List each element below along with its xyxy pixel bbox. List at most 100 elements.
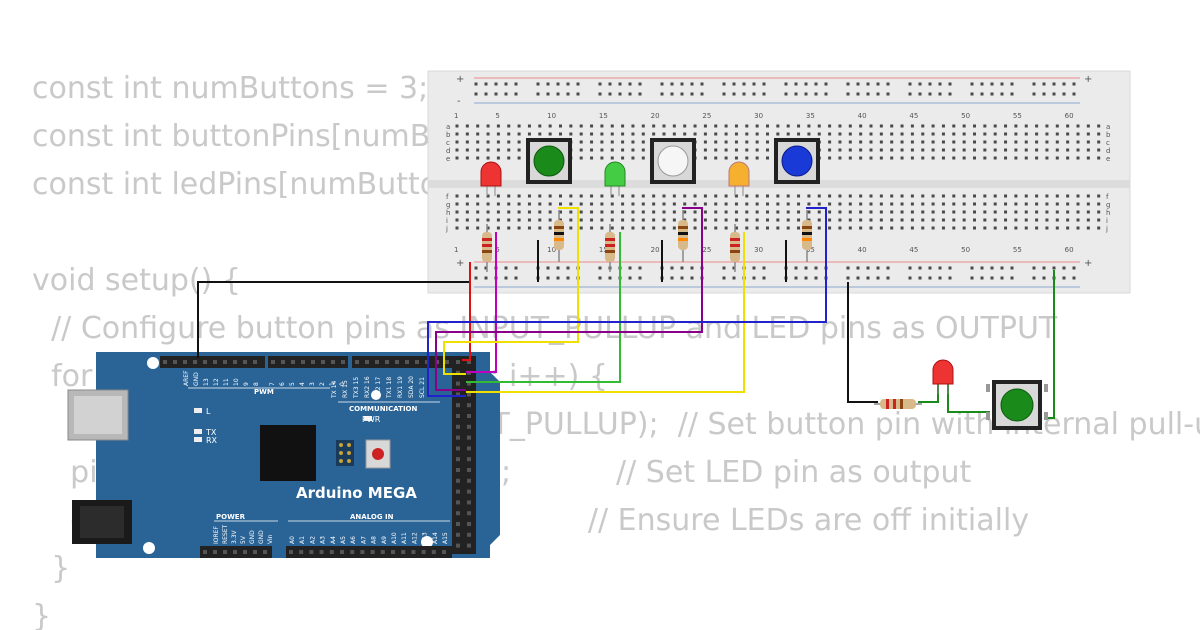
rail-hole — [742, 92, 746, 96]
breadboard-hole — [476, 202, 480, 206]
breadboard-hole — [786, 124, 790, 128]
breadboard-hole — [910, 124, 914, 128]
breadboard-hole — [569, 210, 573, 214]
breadboard-hole — [590, 132, 594, 136]
breadboard-hole — [941, 156, 945, 160]
breadboard-hole — [714, 132, 718, 136]
breadboard-hole — [724, 148, 728, 152]
breadboard-hole — [600, 148, 604, 152]
breadboard-hole — [766, 202, 769, 206]
breadboard-hole — [786, 202, 790, 206]
breadboard-hole — [486, 132, 490, 136]
breadboard-hole — [1086, 148, 1090, 152]
breadboard-hole — [724, 132, 728, 136]
rail-hole — [638, 276, 642, 280]
breadboard-hole — [714, 202, 718, 206]
breadboard-hole — [1045, 202, 1049, 206]
breadboard-hole — [869, 218, 873, 222]
breadboard-hole — [527, 218, 531, 222]
breadboard-hole — [1086, 140, 1090, 144]
breadboard-hole — [869, 132, 873, 136]
breadboard-hole — [455, 194, 459, 198]
breadboard-hole — [590, 226, 594, 230]
rail-hole — [1000, 92, 1004, 96]
breadboard-hole — [941, 218, 945, 222]
pushbutton-green[interactable] — [526, 138, 572, 184]
pushbutton-white[interactable] — [650, 138, 696, 184]
breadboard-hole — [600, 194, 604, 198]
breadboard-hole — [1045, 218, 1049, 222]
rail-hole — [752, 92, 756, 96]
breadboard-hole — [600, 218, 604, 222]
breadboard-hole — [745, 194, 749, 198]
breadboard-hole — [507, 156, 511, 160]
header-pin — [223, 550, 227, 554]
breadboard-hole — [610, 218, 614, 222]
reset-button-cap[interactable] — [372, 448, 384, 460]
header-pin — [405, 360, 409, 364]
breadboard-hole — [879, 194, 883, 198]
breadboard-hole — [993, 124, 997, 128]
breadboard-hole — [859, 132, 863, 136]
pin-label: TX3 15 — [353, 377, 360, 399]
breadboard-hole — [859, 124, 863, 128]
resistor — [802, 210, 812, 262]
rail-hole — [546, 92, 550, 96]
row-letter: c — [1106, 139, 1110, 147]
header-pin — [467, 532, 471, 537]
row-letter: g — [446, 201, 450, 209]
rail-hole — [618, 82, 622, 86]
rail-hole — [886, 92, 890, 96]
breadboard-hole — [983, 218, 987, 222]
breadboard-hole — [476, 148, 480, 152]
breadboard-hole — [631, 140, 635, 144]
row-letter: b — [446, 131, 451, 139]
breadboard-hole — [797, 210, 801, 214]
column-number: 20 — [651, 112, 660, 120]
breadboard-hole — [559, 132, 562, 136]
breadboard-hole — [859, 194, 863, 198]
button-cap[interactable] — [781, 145, 813, 177]
row-letter: i — [446, 217, 448, 225]
breadboard-hole — [590, 156, 594, 160]
breadboard-hole — [517, 194, 521, 198]
breadboard-hole — [1035, 132, 1039, 136]
rail-hole — [794, 276, 798, 280]
pushbutton-green-external[interactable] — [986, 380, 1048, 430]
breadboard-hole — [900, 194, 904, 198]
breadboard-hole — [672, 194, 676, 198]
rail-hole — [556, 276, 560, 280]
breadboard-hole — [745, 210, 749, 214]
breadboard-hole — [1014, 226, 1018, 230]
breadboard-hole — [734, 124, 738, 128]
button-cap[interactable] — [1000, 388, 1034, 422]
breadboard-hole — [931, 210, 935, 214]
button-cap[interactable] — [533, 145, 565, 177]
breadboard-hole — [1055, 132, 1059, 136]
rail-hole — [866, 266, 870, 270]
button-cap[interactable] — [657, 145, 689, 177]
breadboard-hole — [672, 132, 676, 136]
rail-hole — [504, 266, 508, 270]
breadboard-hole — [1076, 156, 1080, 160]
breadboard-hole — [817, 124, 821, 128]
rail-hole — [608, 82, 612, 86]
breadboard-hole — [1004, 218, 1008, 222]
breadboard-hole — [590, 202, 594, 206]
breadboard-hole — [900, 210, 904, 214]
breadboard-hole — [465, 218, 469, 222]
breadboard-hole — [993, 218, 997, 222]
breadboard-hole — [755, 124, 759, 128]
pin-label: 1 — [329, 382, 336, 386]
pin-label: RX2 16 — [364, 376, 371, 398]
breadboard-hole — [527, 124, 531, 128]
breadboard-hole — [776, 210, 780, 214]
pushbutton-blue[interactable] — [774, 138, 820, 184]
breadboard-hole — [931, 202, 935, 206]
header-pin — [173, 360, 177, 364]
breadboard-hole — [734, 140, 738, 144]
breadboard-hole — [952, 140, 956, 144]
breadboard-hole — [1086, 124, 1090, 128]
breadboard-hole — [952, 156, 956, 160]
